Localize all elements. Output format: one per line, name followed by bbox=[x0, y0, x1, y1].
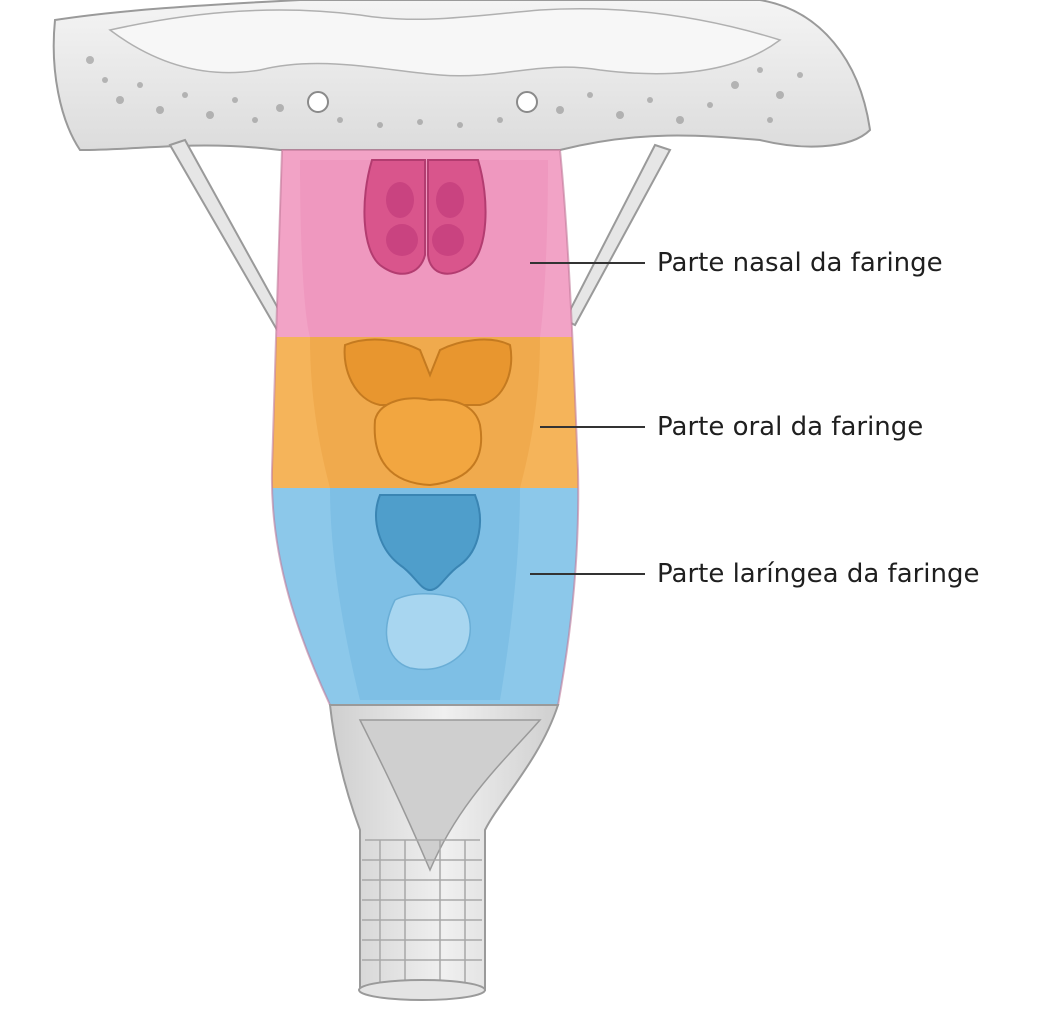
skull-base bbox=[52, 0, 872, 152]
choanae bbox=[363, 159, 487, 275]
esophagus bbox=[328, 704, 560, 1001]
soft-palate bbox=[343, 338, 513, 406]
leader-lines bbox=[530, 262, 645, 575]
tongue-dorsum bbox=[373, 397, 483, 487]
nasopharynx-label: Parte nasal da faringe bbox=[657, 248, 943, 278]
laryngeal-inlet bbox=[375, 494, 481, 592]
right-styloid-process bbox=[563, 143, 672, 327]
laryngopharynx-label: Parte laríngea da faringe bbox=[657, 559, 980, 589]
oropharynx-label: Parte oral da faringe bbox=[657, 412, 924, 442]
left-styloid-process bbox=[168, 138, 292, 337]
esophageal-entrance bbox=[385, 593, 471, 671]
